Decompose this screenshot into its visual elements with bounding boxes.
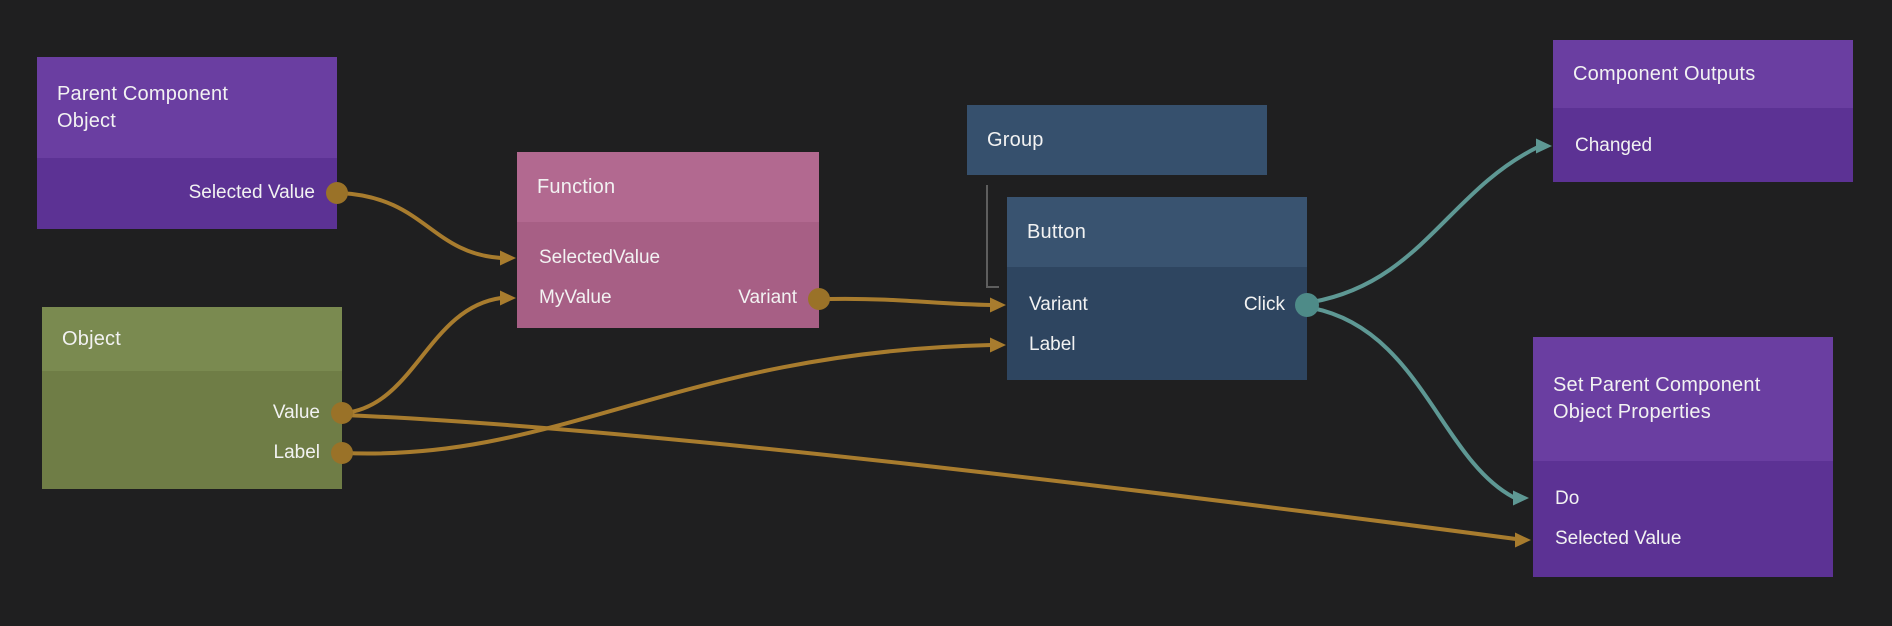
node-header: Component Outputs (1553, 40, 1853, 108)
node-component-outputs[interactable]: Component Outputs Changed (1553, 40, 1853, 182)
output-port-parent-selected-value[interactable] (326, 182, 348, 204)
node-header: Parent Component Object (37, 57, 337, 158)
input-port-label-selectedvalue: SelectedValue (539, 247, 661, 268)
output-port-label-variant: Variant (738, 287, 797, 308)
output-port-label-click: Click (1243, 294, 1285, 315)
port-row: Selected Value (1533, 519, 1833, 559)
node-button[interactable]: Button Variant Click Label (1007, 197, 1307, 380)
output-port-button-click[interactable] (1295, 293, 1319, 317)
output-port-label-value: Value (272, 402, 320, 423)
node-body: Changed (1553, 108, 1853, 182)
wire-object-value-to-function-myvalue[interactable] (342, 296, 503, 415)
node-title: Button (1027, 220, 1087, 243)
node-body: Variant Click Label (1007, 267, 1307, 380)
input-port-label-selected-value: Selected Value (1555, 528, 1682, 549)
node-body: SelectedValue MyValue Variant (517, 222, 819, 328)
port-row: Changed (1553, 126, 1853, 166)
wire-parent-selected-value-to-function-selectedvalue[interactable] (338, 191, 503, 260)
input-port-label-do: Do (1555, 488, 1580, 509)
input-port-label-variant: Variant (1029, 294, 1088, 315)
input-port-label-changed: Changed (1575, 135, 1653, 156)
output-port-object-label[interactable] (331, 442, 353, 464)
node-title: Parent Component Object (57, 82, 229, 132)
node-header: Group (967, 105, 1267, 175)
node-parent-component-object[interactable]: Parent Component Object Selected Value (37, 57, 337, 229)
arrowhead-setparent-do (1513, 490, 1529, 506)
node-title: Set Parent Component Object Properties (1553, 374, 1761, 423)
wire-object-label-to-button-label[interactable] (342, 343, 993, 456)
arrowhead-componentoutputs-changed (1536, 138, 1552, 154)
wire-button-click-to-setparent-do[interactable] (1310, 306, 1515, 499)
output-port-object-value[interactable] (331, 402, 353, 424)
node-header: Object (42, 307, 342, 371)
port-row: Label (42, 433, 342, 473)
node-title: Component Outputs (1573, 62, 1756, 85)
wire-object-value-to-setparent-selected-value[interactable] (342, 413, 1518, 541)
arrowhead-button-variant (990, 297, 1006, 313)
arrowhead-function-selectedvalue (500, 250, 516, 266)
hierarchy-line-group-button (986, 185, 999, 288)
input-port-label-myvalue: MyValue (539, 287, 612, 308)
node-title: Group (987, 128, 1044, 151)
node-title: Object (62, 327, 122, 350)
node-object[interactable]: Object Value Label (42, 307, 342, 489)
node-header: Set Parent Component Object Properties (1533, 337, 1833, 461)
node-header: Button (1007, 197, 1307, 267)
node-title: Function (537, 175, 616, 198)
node-body: Value Label (42, 371, 342, 489)
node-header: Function (517, 152, 819, 222)
port-row: Variant Click (1007, 285, 1307, 325)
port-row: Do (1533, 479, 1833, 519)
arrowhead-function-myvalue (500, 290, 516, 306)
arrowhead-setparent-selected-value (1515, 532, 1531, 548)
port-row: Label (1007, 325, 1307, 365)
node-body: Selected Value (37, 158, 337, 229)
node-group[interactable]: Group (967, 105, 1267, 175)
node-function[interactable]: Function SelectedValue MyValue Variant (517, 152, 819, 328)
port-row: MyValue Variant (517, 278, 819, 318)
wire-function-variant-to-button-variant[interactable] (828, 296, 993, 307)
port-row: Selected Value (37, 173, 337, 213)
node-body: Do Selected Value (1533, 461, 1833, 577)
output-port-function-variant[interactable] (808, 288, 830, 310)
node-set-parent-component-object-properties[interactable]: Set Parent Component Object Properties D… (1533, 337, 1833, 577)
input-port-label-label: Label (1029, 334, 1076, 355)
port-row: Value (42, 393, 342, 433)
arrowhead-button-label (990, 337, 1006, 353)
wire-button-click-to-componentoutputs-changed[interactable] (1310, 146, 1538, 304)
port-row: SelectedValue (517, 238, 819, 278)
output-port-label-selected-value: Selected Value (188, 182, 315, 203)
output-port-label-label: Label (273, 442, 321, 463)
